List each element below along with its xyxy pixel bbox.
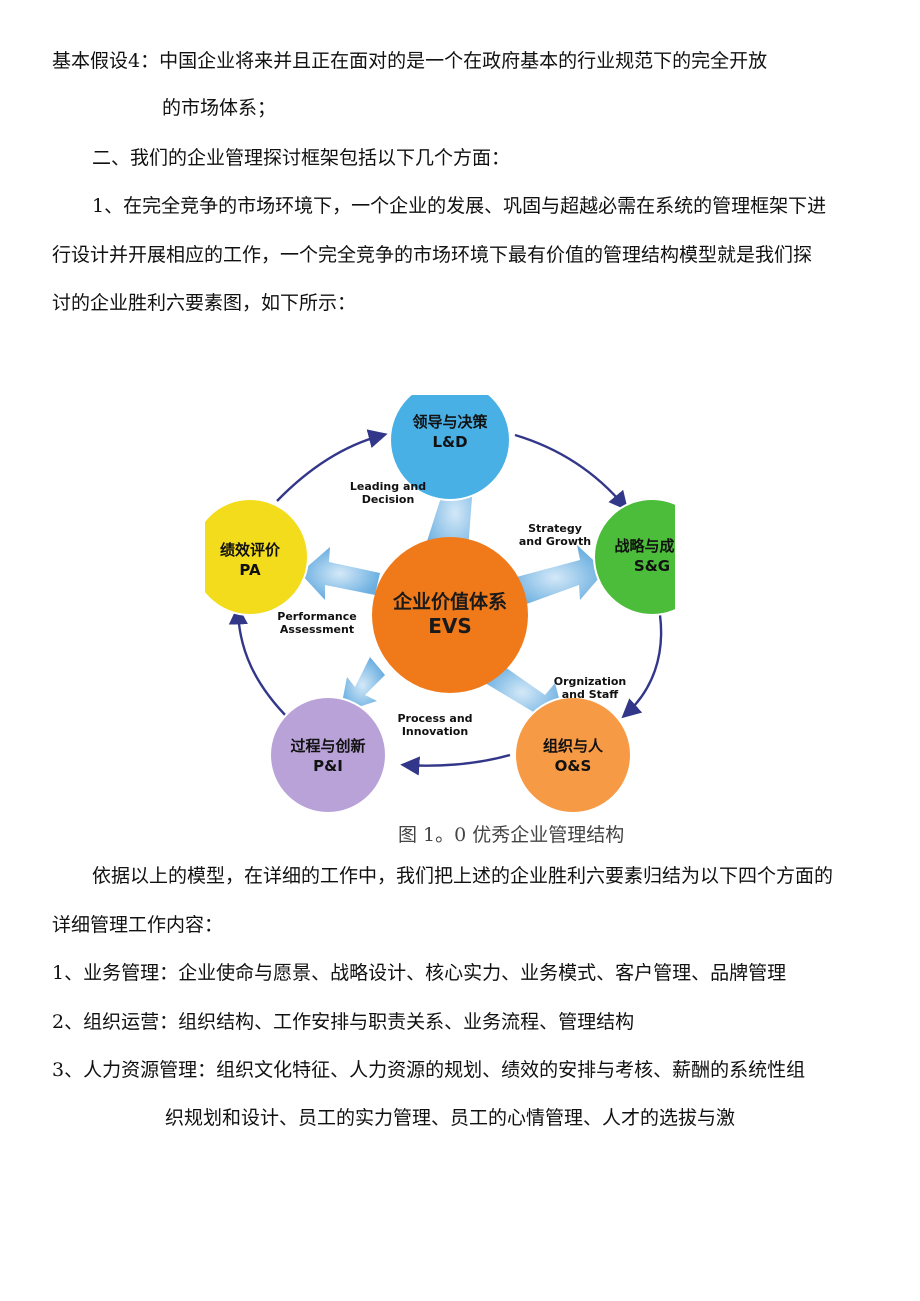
paragraph-line: 讨的企业胜利六要素图，如下所示： [52,292,357,314]
paragraph-line: 的市场体系； [162,97,277,119]
node-pi-cn: 过程与创新 [290,737,365,755]
paragraph-line: 行设计并开展相应的工作，一个完全竞争的市场环境下最有价值的管理结构模型就是我们探 [52,244,813,266]
node-pi-circle [269,696,387,814]
label-ld-2: Decision [362,493,415,506]
management-structure-diagram: 企业价值体系 EVS 领导与决策 L&D 战略与成长 S&G 组织与人 O&S … [191,379,711,815]
node-performance: 绩效评价 PA [191,498,309,616]
node-sg-en: S&G [634,557,670,575]
label-os-2: and Staff [562,688,619,701]
label-pi-2: Innovation [402,725,468,738]
node-ld-en: L&D [432,433,467,451]
label-pi-1: Process and [397,712,472,725]
node-process: 过程与创新 P&I [269,696,387,814]
node-pi-en: P&I [313,757,343,775]
node-os-circle [514,696,632,814]
list-item-continuation: 织规划和设计、员工的实力管理、员工的心情管理、人才的选拔与激 [165,1107,736,1129]
label-pa-1: Performance [277,610,356,623]
label-sg-1: Strategy [528,522,582,535]
node-pa-en: PA [239,561,261,579]
node-os-cn: 组织与人 [543,737,604,755]
paragraph-line: 1、在完全竞争的市场环境下，一个企业的发展、巩固与超越必需在系统的管理框架下进 [92,195,827,217]
paragraph-line: 基本假设4：中国企业将来并且正在面对的是一个在政府基本的行业规范下的完全开放 [52,50,768,72]
label-ld-1: Leading and [350,480,426,493]
center-en: EVS [428,614,472,638]
label-sg-2: and Growth [519,535,591,548]
center-cn: 企业价值体系 [392,590,507,613]
list-item: 3、人力资源管理：组织文化特征、人力资源的规划、绩效的安排与考核、薪酬的系统性组 [52,1059,806,1081]
center-node: 企业价值体系 EVS [372,537,528,693]
section-heading: 二、我们的企业管理探讨框架包括以下几个方面： [92,147,511,169]
node-ld-cn: 领导与决策 [411,413,488,431]
node-os-en: O&S [555,757,592,775]
paragraph-line: 依据以上的模型，在详细的工作中，我们把上述的企业胜利六要素归结为以下四个方面的 [92,865,834,887]
label-os-1: Orgnization [554,675,627,688]
figure-caption: 图 1。0 优秀企业管理结构 [398,824,625,846]
list-item: 2、组织运营：组织结构、工作安排与职责关系、业务流程、管理结构 [52,1011,635,1033]
node-strategy: 战略与成长 S&G [593,498,711,616]
center-circle [372,537,528,693]
list-item: 1、业务管理：企业使命与愿景、战略设计、核心实力、业务模式、客户管理、品牌管理 [52,962,787,984]
node-leadership: 领导与决策 L&D [389,379,511,501]
node-pa-cn: 绩效评价 [220,541,281,559]
node-sg-cn: 战略与成长 [614,537,675,555]
paragraph-line: 详细管理工作内容： [52,914,224,936]
label-pa-2: Assessment [280,623,354,636]
node-organization: 组织与人 O&S [514,696,632,814]
cycle-arrows [228,429,663,776]
